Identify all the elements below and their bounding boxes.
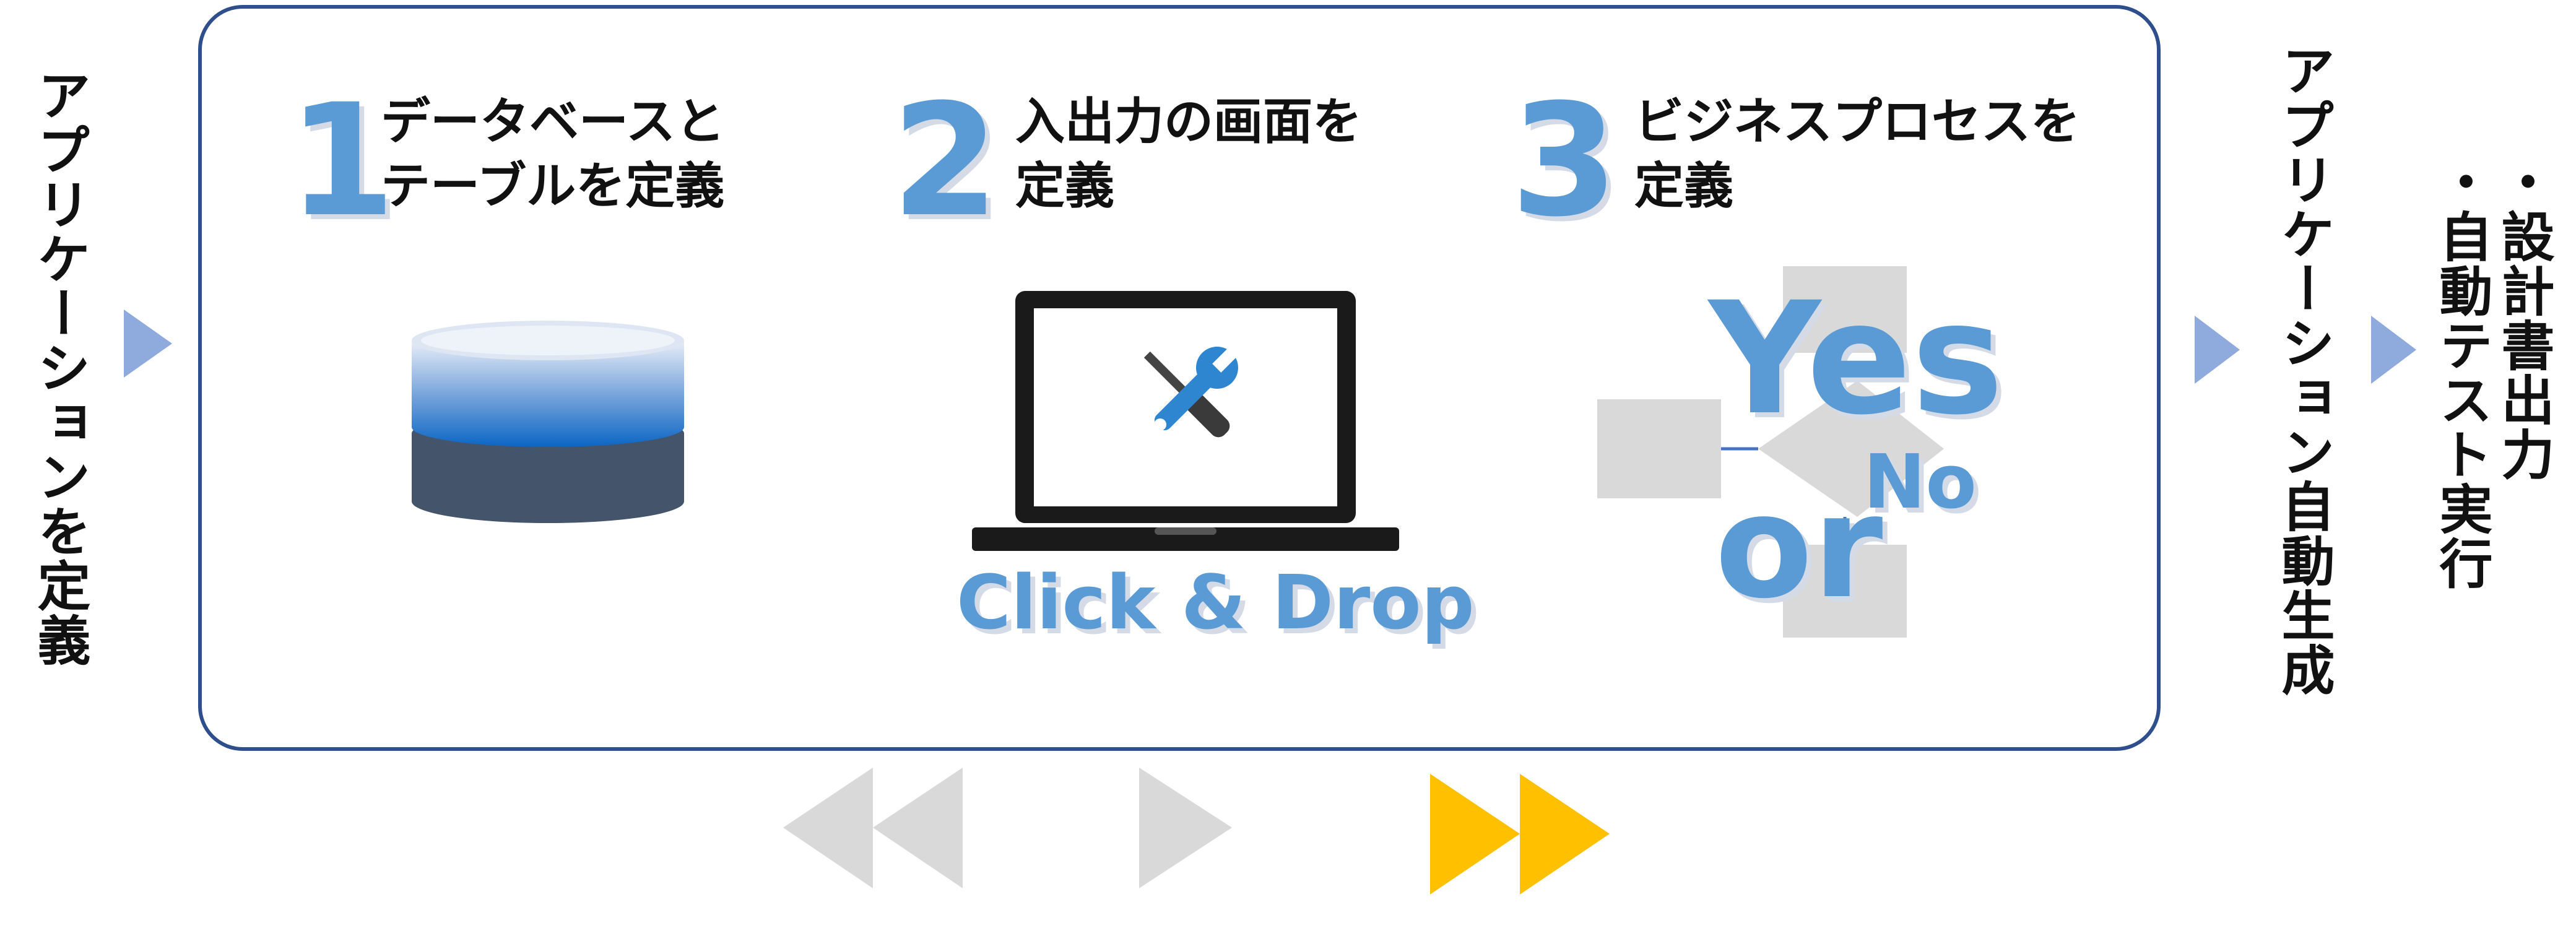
fast-forward-icon (1430, 774, 1610, 894)
bullet: ・ (2492, 155, 2554, 209)
no-label: No (1863, 440, 1977, 526)
database-icon (412, 321, 684, 523)
right-label: アプリケーション自動生成 (2272, 43, 2334, 697)
bullet: ・ (2430, 155, 2492, 209)
step-2-title: 入出力の画面を 定義 (1015, 93, 1362, 215)
click-drop-label: Click & Drop (956, 560, 1475, 646)
output-list: ・設計書出力 ・自動テスト実行 (2430, 155, 2557, 625)
output-label: 設計書出力 (2492, 209, 2554, 482)
left-label: アプリケーションを定義 (28, 68, 90, 667)
arrow-right-icon (2195, 316, 2240, 384)
step-2-number: 2 (891, 71, 999, 251)
laptop-icon (972, 291, 1399, 551)
step-1-number: 1 (288, 71, 396, 251)
yes-label: Yes (1709, 269, 2004, 449)
output-item-design-doc: ・設計書出力 (2489, 155, 2557, 482)
wrench-screwdriver-icon (1143, 347, 1238, 438)
arrow-right-icon (2371, 316, 2416, 384)
or-label: or (1715, 465, 1883, 630)
step-3-number: 3 (1511, 71, 1618, 251)
step-3-title: ビジネスプロセスを 定義 (1634, 93, 2080, 215)
output-label: 自動テスト実行 (2430, 209, 2492, 591)
play-icon (1139, 768, 1232, 888)
rewind-icon (783, 768, 963, 888)
flowchart-icon (1597, 266, 1944, 638)
arrow-right-icon (124, 310, 172, 378)
step-1-title: データベースと テーブルを定義 (381, 93, 725, 215)
output-item-auto-test: ・自動テスト実行 (2427, 155, 2495, 591)
